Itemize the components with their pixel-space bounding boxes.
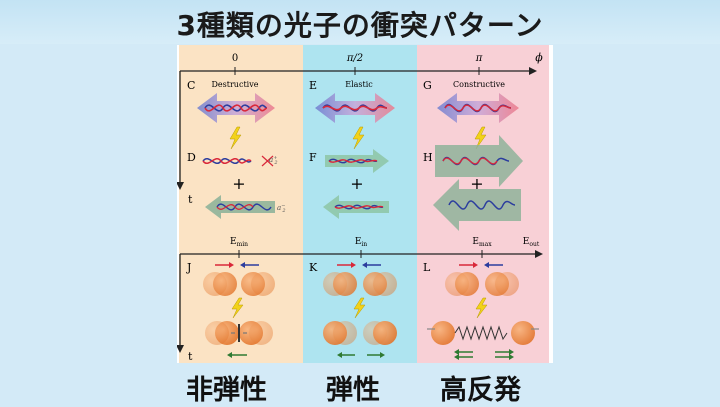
- caption-super-elastic: 高反発: [440, 375, 521, 406]
- letter-d: D: [187, 151, 196, 164]
- constructive-right-arrow: [435, 135, 523, 187]
- title-band: [0, 0, 720, 44]
- bolt-icon: [474, 126, 487, 150]
- elastic-left-arrow: [323, 195, 389, 219]
- outgoing-arrows-k: [337, 352, 385, 358]
- letter-h: H: [423, 151, 433, 164]
- balls-approach-l: [445, 272, 519, 296]
- caption-elastic: 弾性: [326, 375, 380, 406]
- balls-spring-l: [427, 321, 539, 345]
- letter-g: G: [423, 79, 432, 92]
- letter-k: K: [309, 261, 318, 274]
- incoming-arrows-l: [459, 262, 503, 268]
- a2-plus-label: a+2: [269, 155, 278, 166]
- outgoing-arrow-j: [227, 352, 247, 358]
- balls-approach-j: [203, 272, 275, 296]
- title-elastic: Elastic: [345, 80, 373, 89]
- double-arrow-destructive: [197, 93, 275, 123]
- balls-separate-k: [323, 321, 397, 345]
- time-label-bottom: t: [188, 350, 193, 363]
- letter-j: J: [186, 261, 191, 274]
- destructive-outgoing-waves: [202, 155, 274, 167]
- time-axis-bottom-arrowhead: [176, 345, 184, 353]
- phase-axis-arrowhead: [529, 67, 537, 75]
- plus-sign-f: +: [350, 174, 363, 193]
- double-arrow-elastic: [315, 93, 395, 123]
- title-constructive: Constructive: [453, 80, 505, 89]
- incoming-arrows-j: [215, 262, 259, 268]
- bolt-icon: [352, 126, 365, 150]
- energy-label-out: Eout: [523, 237, 540, 248]
- bolt-icon: [229, 126, 242, 150]
- bolt-icon: [353, 297, 366, 319]
- title-destructive: Destructive: [212, 80, 259, 89]
- balls-merged-j: [205, 321, 273, 345]
- physics-figure: 0 π/2 π ϕ t C E G D F H Destructive Elas…: [176, 45, 553, 363]
- time-axis-top-arrowhead: [176, 182, 184, 190]
- elastic-right-arrow: [325, 149, 389, 173]
- bolt-icon: [231, 297, 244, 319]
- letter-e: E: [309, 79, 317, 92]
- balls-approach-k: [323, 272, 397, 296]
- letter-f: F: [309, 151, 317, 164]
- a2-minus-label: a−2: [277, 203, 286, 214]
- phase-axis-label: ϕ: [535, 51, 543, 64]
- energy-axis-arrowhead: [535, 250, 543, 258]
- plus-sign-h: +: [470, 174, 483, 193]
- letter-l: L: [423, 261, 431, 274]
- phase-tick-label-pi2: π/2: [346, 53, 363, 64]
- page-title: 3種類の光子の衝突パターン: [176, 9, 544, 42]
- phase-tick-label-pi: π: [475, 53, 483, 64]
- energy-label-in: Ein: [355, 237, 367, 248]
- outgoing-arrows-l: [454, 349, 514, 360]
- figure-svg: 0 π/2 π ϕ t C E G D F H Destructive Elas…: [176, 45, 549, 363]
- letter-c: C: [187, 79, 195, 92]
- destructive-left-arrow: [205, 195, 275, 219]
- caption-inelastic: 非弾性: [186, 375, 267, 406]
- incoming-arrows-k: [337, 262, 381, 268]
- phase-tick-label-0: 0: [232, 53, 238, 64]
- energy-label-max: Emax: [472, 237, 492, 248]
- energy-label-min: Emin: [230, 237, 248, 248]
- time-label-top: t: [188, 193, 193, 206]
- bolt-icon: [475, 297, 488, 319]
- constructive-left-arrow: [433, 179, 521, 231]
- double-arrow-constructive: [437, 93, 519, 123]
- plus-sign-d: +: [232, 174, 245, 193]
